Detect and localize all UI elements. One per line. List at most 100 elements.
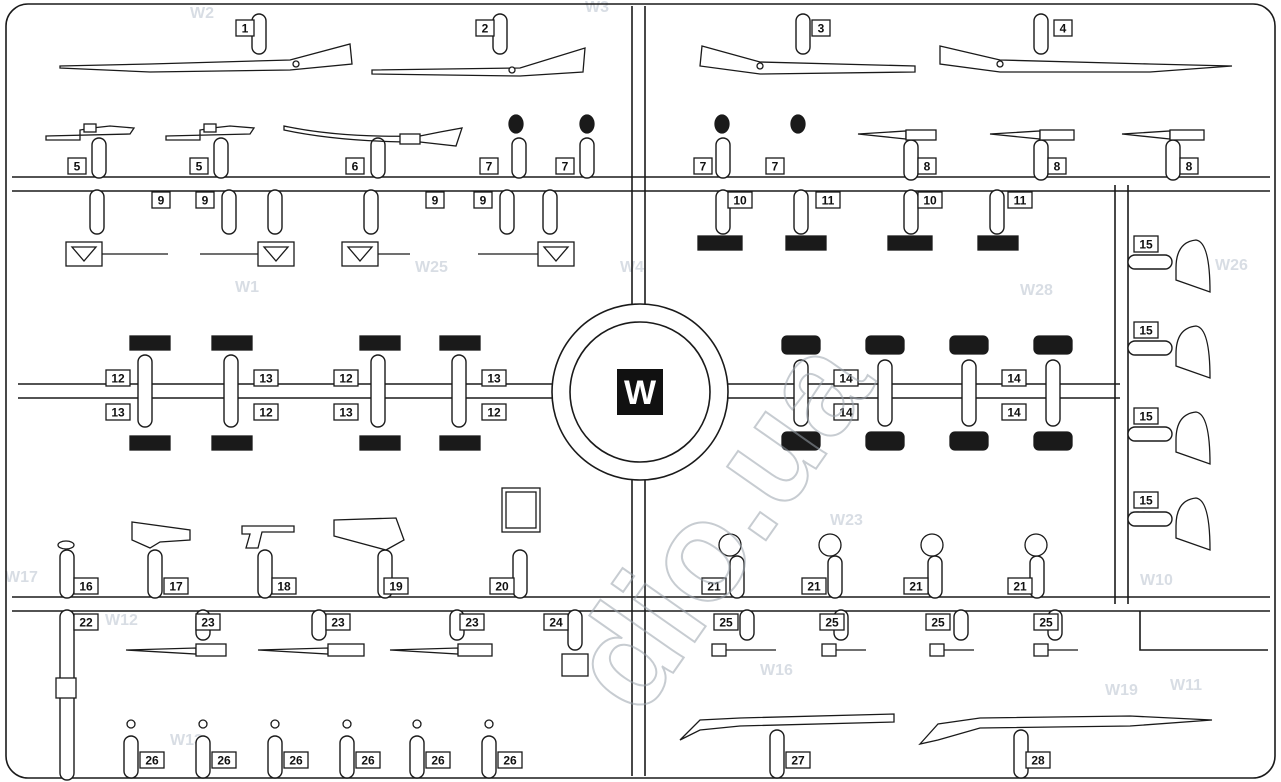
tag-box: [235, 19, 255, 37]
part-number-tag: 18: [271, 577, 297, 595]
part-number-tag: 22: [73, 613, 99, 631]
tag-box: [333, 369, 359, 387]
part-number-tag: 14: [833, 403, 859, 421]
tag-box: [325, 613, 351, 631]
ghost-code: W13: [170, 732, 203, 749]
part-number-tag: 9: [151, 191, 171, 209]
tag-box: [497, 751, 523, 769]
tag-number: 9: [202, 194, 209, 208]
tag-box: [701, 577, 727, 595]
tag-number: 11: [1014, 194, 1027, 208]
part-17-holster: [131, 521, 191, 549]
part-number-tag: 23: [195, 613, 221, 631]
part-8-stick-grenade: [989, 129, 1075, 141]
tag-number: 7: [562, 160, 569, 174]
tag-number: 10: [733, 194, 747, 208]
ghost-code: W11: [1170, 677, 1202, 694]
tag-box: [543, 613, 569, 631]
tag-box: [195, 613, 221, 631]
part-number-tag: 26: [355, 751, 381, 769]
part-5-pistol: [45, 123, 136, 141]
part-14-grenade-clusters: [781, 335, 1073, 451]
part-number-tag: 12: [333, 369, 359, 387]
tag-number: 10: [923, 194, 937, 208]
part-number-tag: 10: [727, 191, 753, 209]
tag-box: [345, 157, 365, 175]
part-number-tag: 24: [543, 613, 569, 631]
part-number-tag: 21: [801, 577, 827, 595]
tag-number: 18: [277, 580, 291, 594]
tag-box: [139, 751, 165, 769]
tag-number: 27: [791, 754, 805, 768]
tag-box: [425, 751, 451, 769]
part-22-clip: [55, 677, 77, 699]
part-number-tag: 10: [917, 191, 943, 209]
tag-box: [253, 403, 279, 421]
tag-number: 24: [549, 616, 563, 630]
tag-box: [105, 403, 131, 421]
tag-number: 25: [719, 616, 733, 630]
part-27-rifle: [679, 713, 895, 741]
tag-box: [785, 751, 811, 769]
tag-box: [283, 751, 309, 769]
part-28-rifle-with-bayonet: [918, 715, 1213, 746]
tag-number: 15: [1139, 324, 1153, 338]
gate-stubs: [59, 13, 1181, 781]
tag-box: [211, 751, 237, 769]
tag-number: 23: [331, 616, 345, 630]
tag-box: [383, 577, 409, 595]
part-number-tag: 26: [211, 751, 237, 769]
tag-box: [1133, 321, 1159, 339]
tag-number: 4: [1060, 22, 1067, 36]
part-number-tag: 26: [283, 751, 309, 769]
part-number-tag: 5: [189, 157, 209, 175]
ghost-code: W17: [5, 569, 38, 586]
tag-number: 14: [839, 372, 853, 386]
tag-number: 3: [818, 22, 825, 36]
part-number-tag: 12: [105, 369, 131, 387]
part-8-stick-grenade: [1121, 129, 1205, 141]
tag-number: 26: [217, 754, 231, 768]
part-number-tag: 7: [555, 157, 575, 175]
part-number-tag: 7: [765, 157, 785, 175]
tag-box: [73, 613, 99, 631]
part-5-pistol: [165, 123, 256, 141]
part-9-frame: [200, 241, 295, 267]
tag-box: [1007, 191, 1033, 209]
tag-box: [481, 403, 507, 421]
part-1-rifle-with-bayonet: [59, 43, 353, 73]
tag-number: 14: [1007, 372, 1021, 386]
part-9-frame: [478, 241, 575, 267]
ghost-code: W1: [235, 279, 259, 296]
tag-number: 12: [487, 406, 501, 420]
ghost-code: W16: [760, 662, 793, 679]
part-number-tag: 16: [73, 577, 99, 595]
tag-number: 21: [1013, 580, 1027, 594]
tag-box: [917, 191, 943, 209]
part-18-mauser-pistol: [241, 525, 295, 549]
part-10-ammo-pouch: [697, 235, 743, 251]
parts: [45, 43, 1233, 746]
tag-box: [105, 369, 131, 387]
ghost-code: W3: [585, 0, 609, 16]
tag-number: 22: [79, 616, 93, 630]
tag-box: [1007, 577, 1033, 595]
tag-box: [73, 577, 99, 595]
tag-number: 6: [352, 160, 359, 174]
tag-box: [1033, 613, 1059, 631]
tag-number: 20: [495, 580, 509, 594]
part-number-tag: 12: [481, 403, 507, 421]
part-number-tag: 13: [105, 403, 131, 421]
part-number-tag: 7: [479, 157, 499, 175]
tag-box: [1025, 751, 1051, 769]
tag-number: 5: [196, 160, 203, 174]
tag-number: 12: [259, 406, 273, 420]
tag-box: [189, 157, 209, 175]
tag-number: 26: [145, 754, 159, 768]
ghost-code: W28: [1020, 282, 1053, 299]
part-number-tag: 17: [163, 577, 189, 595]
tag-number: 5: [74, 160, 81, 174]
tag-box: [1047, 157, 1067, 175]
part-number-tag: 4: [1053, 19, 1073, 37]
